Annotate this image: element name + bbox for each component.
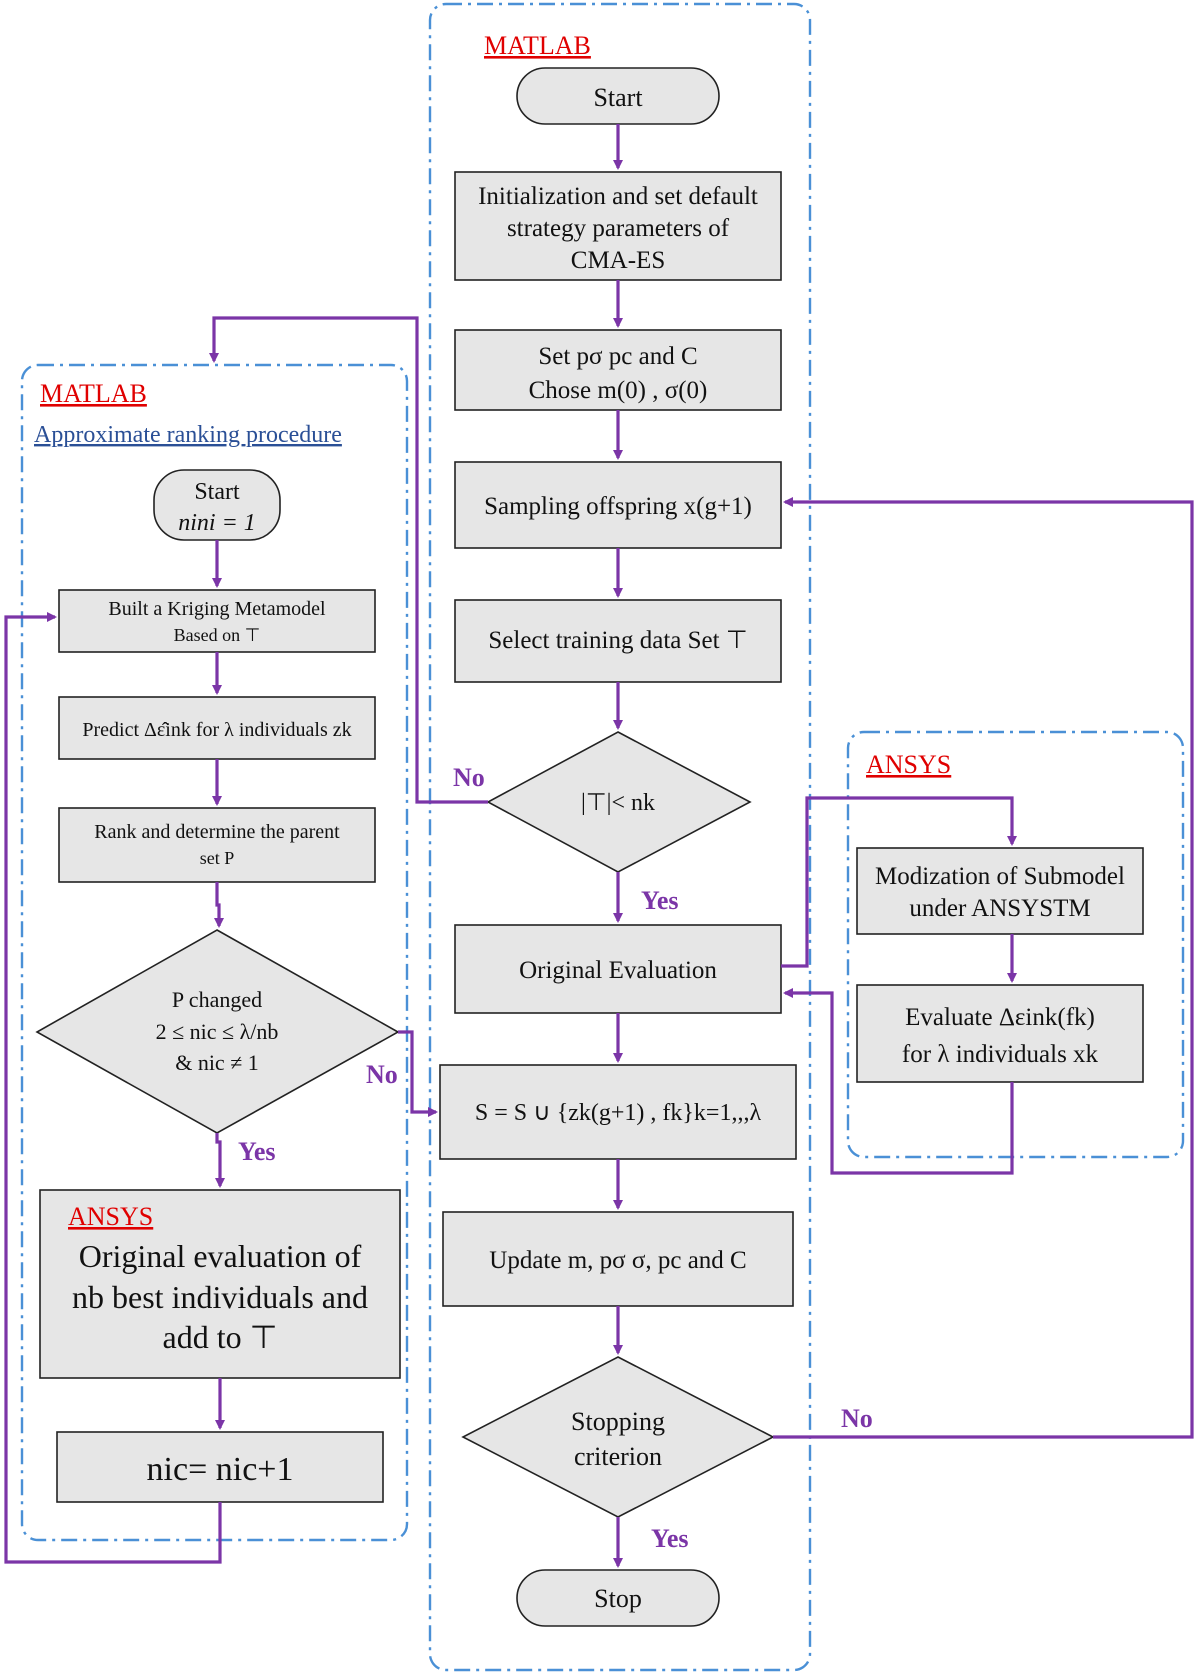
rank-box: [58, 807, 376, 883]
ansys-region-label: ANSYS: [866, 750, 951, 779]
ranking-start-line-2: nini = 1: [178, 510, 256, 536]
original-evaluation-text: Original Evaluation: [519, 957, 717, 984]
sampling-text: Sampling offspring x(g+1): [484, 493, 752, 520]
original-evaluation-box: [454, 924, 782, 1014]
parent-changed-line-1: P changed: [172, 987, 262, 1012]
modization-line-2: under ANSYSTM: [909, 895, 1090, 922]
stop-node: [516, 1569, 720, 1627]
ranking-start-line-1: Start: [194, 479, 240, 505]
select-training-box: [454, 599, 782, 683]
parent-changed-line-3: & nic ≠ 1: [175, 1050, 259, 1075]
update-params-text: Update m, pσ σ, pc and C: [489, 1247, 746, 1274]
archive-update-box: [439, 1064, 797, 1160]
sampling-box: [454, 461, 782, 549]
ansys-region: [846, 730, 1185, 1159]
parent-changed-line-2: 2 ≤ nic ≤ λ/nb: [156, 1019, 279, 1044]
matlab-ranking-label: MATLAB: [40, 379, 147, 408]
arrow-changed-no-to-archive: [398, 1030, 438, 1117]
arrow-stopping-no-to-sampling: [773, 497, 1194, 1439]
stopping-line-1: Stopping: [571, 1407, 665, 1436]
stopping-line-2: criterion: [574, 1442, 662, 1471]
predict-text: Predict Δε̂ink for λ individuals zk: [82, 719, 351, 741]
evaluate-line-1: Evaluate Δεink(fk): [905, 1004, 1095, 1031]
arrow-increment-loop-to-kriging: [4, 612, 222, 1564]
evaluate-box: [856, 984, 1144, 1083]
increment-box: [56, 1431, 384, 1503]
init-line-1: Initialization and set default: [478, 183, 758, 210]
build-kriging-line-1: Built a Kriging Metamodel: [108, 598, 326, 620]
build-kriging-line-2: Based on ⊤: [174, 625, 261, 645]
changed-yes-label: Yes: [238, 1137, 276, 1166]
original-eval-best-ansys-label: ANSYS: [68, 1202, 153, 1231]
select-training-text: Select training data Set ⊤: [488, 627, 747, 654]
stopping-no-label: No: [841, 1404, 873, 1433]
stop-text: Stop: [594, 1584, 642, 1613]
update-params-box: [442, 1211, 794, 1307]
main-start-text: Start: [593, 83, 643, 112]
arrow-eval-to-modization: [781, 796, 1017, 968]
changed-no-label: No: [366, 1060, 398, 1089]
rank-line-1: Rank and determine the parent: [94, 821, 340, 843]
original-eval-best-box: [39, 1189, 401, 1379]
init-line-2: strategy parameters of: [507, 215, 730, 242]
matlab-main-region: [428, 2, 812, 1672]
stopping-decision: [461, 1356, 775, 1518]
original-eval-best-line-2: nb best individuals and: [72, 1279, 368, 1315]
stopping-yes-label: Yes: [651, 1524, 689, 1553]
build-kriging-box: [58, 589, 376, 653]
original-eval-best-line-1: Original evaluation of: [79, 1238, 362, 1274]
init-box: [454, 171, 782, 281]
ranking-procedure-label: Approximate ranking procedure: [34, 422, 342, 448]
arrow-training-no-to-ranking: [209, 316, 488, 804]
set-params-line-1: Set pσ pc and C: [538, 343, 697, 370]
matlab-main-label: MATLAB: [484, 31, 591, 60]
modization-box: [856, 847, 1144, 935]
training-yes-label: Yes: [641, 886, 679, 915]
archive-update-text: S = S ∪ {zk(g+1) , fk}k=1,,,λ: [475, 1100, 762, 1126]
training-no-label: No: [453, 763, 485, 792]
predict-box: [58, 696, 376, 760]
arrow-evaluate-back-to-eval: [783, 988, 1014, 1175]
training-size-decision-text: |⊤|< nk: [581, 790, 655, 816]
arrow-rank-to-decision: [214, 882, 224, 928]
modization-line-1: Modization of Submodel: [875, 863, 1125, 890]
rank-line-2: set P: [200, 848, 235, 868]
increment-text: nic= nic+1: [147, 1451, 294, 1488]
init-line-3: CMA-ES: [571, 247, 665, 274]
matlab-ranking-region: [20, 363, 409, 1542]
set-params-line-2: Chose m(0) , σ(0): [529, 377, 708, 404]
original-eval-best-line-3: add to ⊤: [163, 1319, 278, 1355]
evaluate-line-2: for λ individuals xk: [902, 1041, 1099, 1068]
arrow-decision-yes-to-best: [215, 1133, 225, 1188]
